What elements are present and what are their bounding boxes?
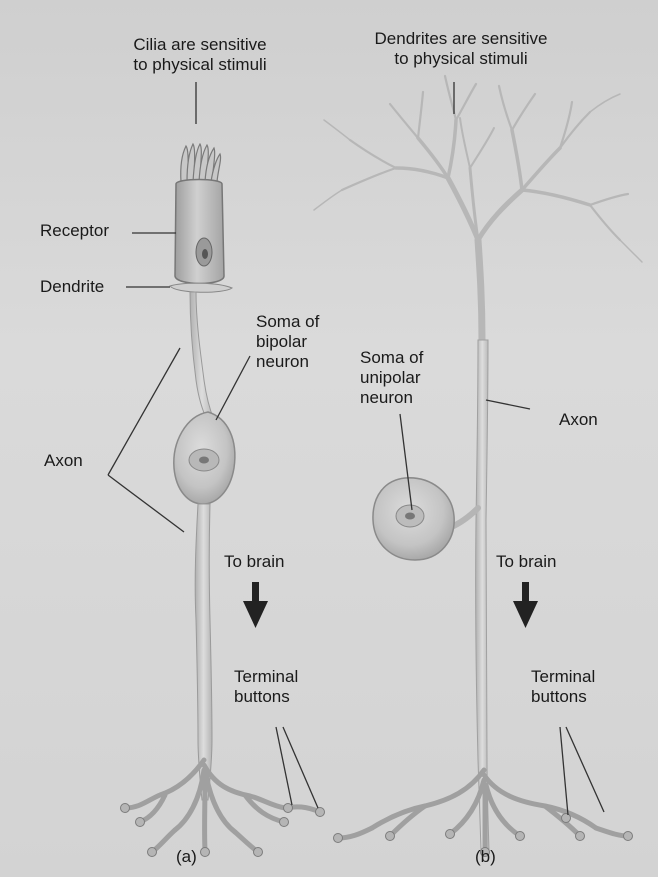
soma-bipolar-label: Soma of bipolar neuron [256, 312, 319, 372]
terminal-buttons-label-a: Terminal buttons [234, 667, 298, 707]
panel-label-b: (b) [475, 847, 496, 867]
cilia [181, 144, 221, 182]
dendritic-tree [314, 76, 642, 340]
dendrites-caption: Dendrites are sensitive to physical stim… [356, 29, 566, 69]
to-brain-label-b: To brain [496, 552, 556, 572]
terminal-buttons-label-b: Terminal buttons [531, 667, 595, 707]
cilia-caption: Cilia are sensitive to physical stimuli [104, 35, 296, 75]
receptor-label: Receptor [40, 221, 109, 241]
to-brain-label-a: To brain [224, 552, 284, 572]
dendrite-label: Dendrite [40, 277, 104, 297]
terminal-buttons-a [121, 804, 325, 857]
axon-label-b: Axon [559, 410, 598, 430]
to-brain-arrow-a [243, 582, 268, 628]
soma-unipolar-label: Soma of unipolar neuron [360, 348, 423, 408]
axon-label-a: Axon [44, 451, 83, 471]
terminal-branches-b [338, 770, 628, 852]
to-brain-arrow-b [513, 582, 538, 628]
receptor-cell [175, 180, 224, 284]
panel-label-a: (a) [176, 847, 197, 867]
unipolar-neuron [314, 76, 642, 857]
bipolar-neuron [121, 144, 325, 857]
